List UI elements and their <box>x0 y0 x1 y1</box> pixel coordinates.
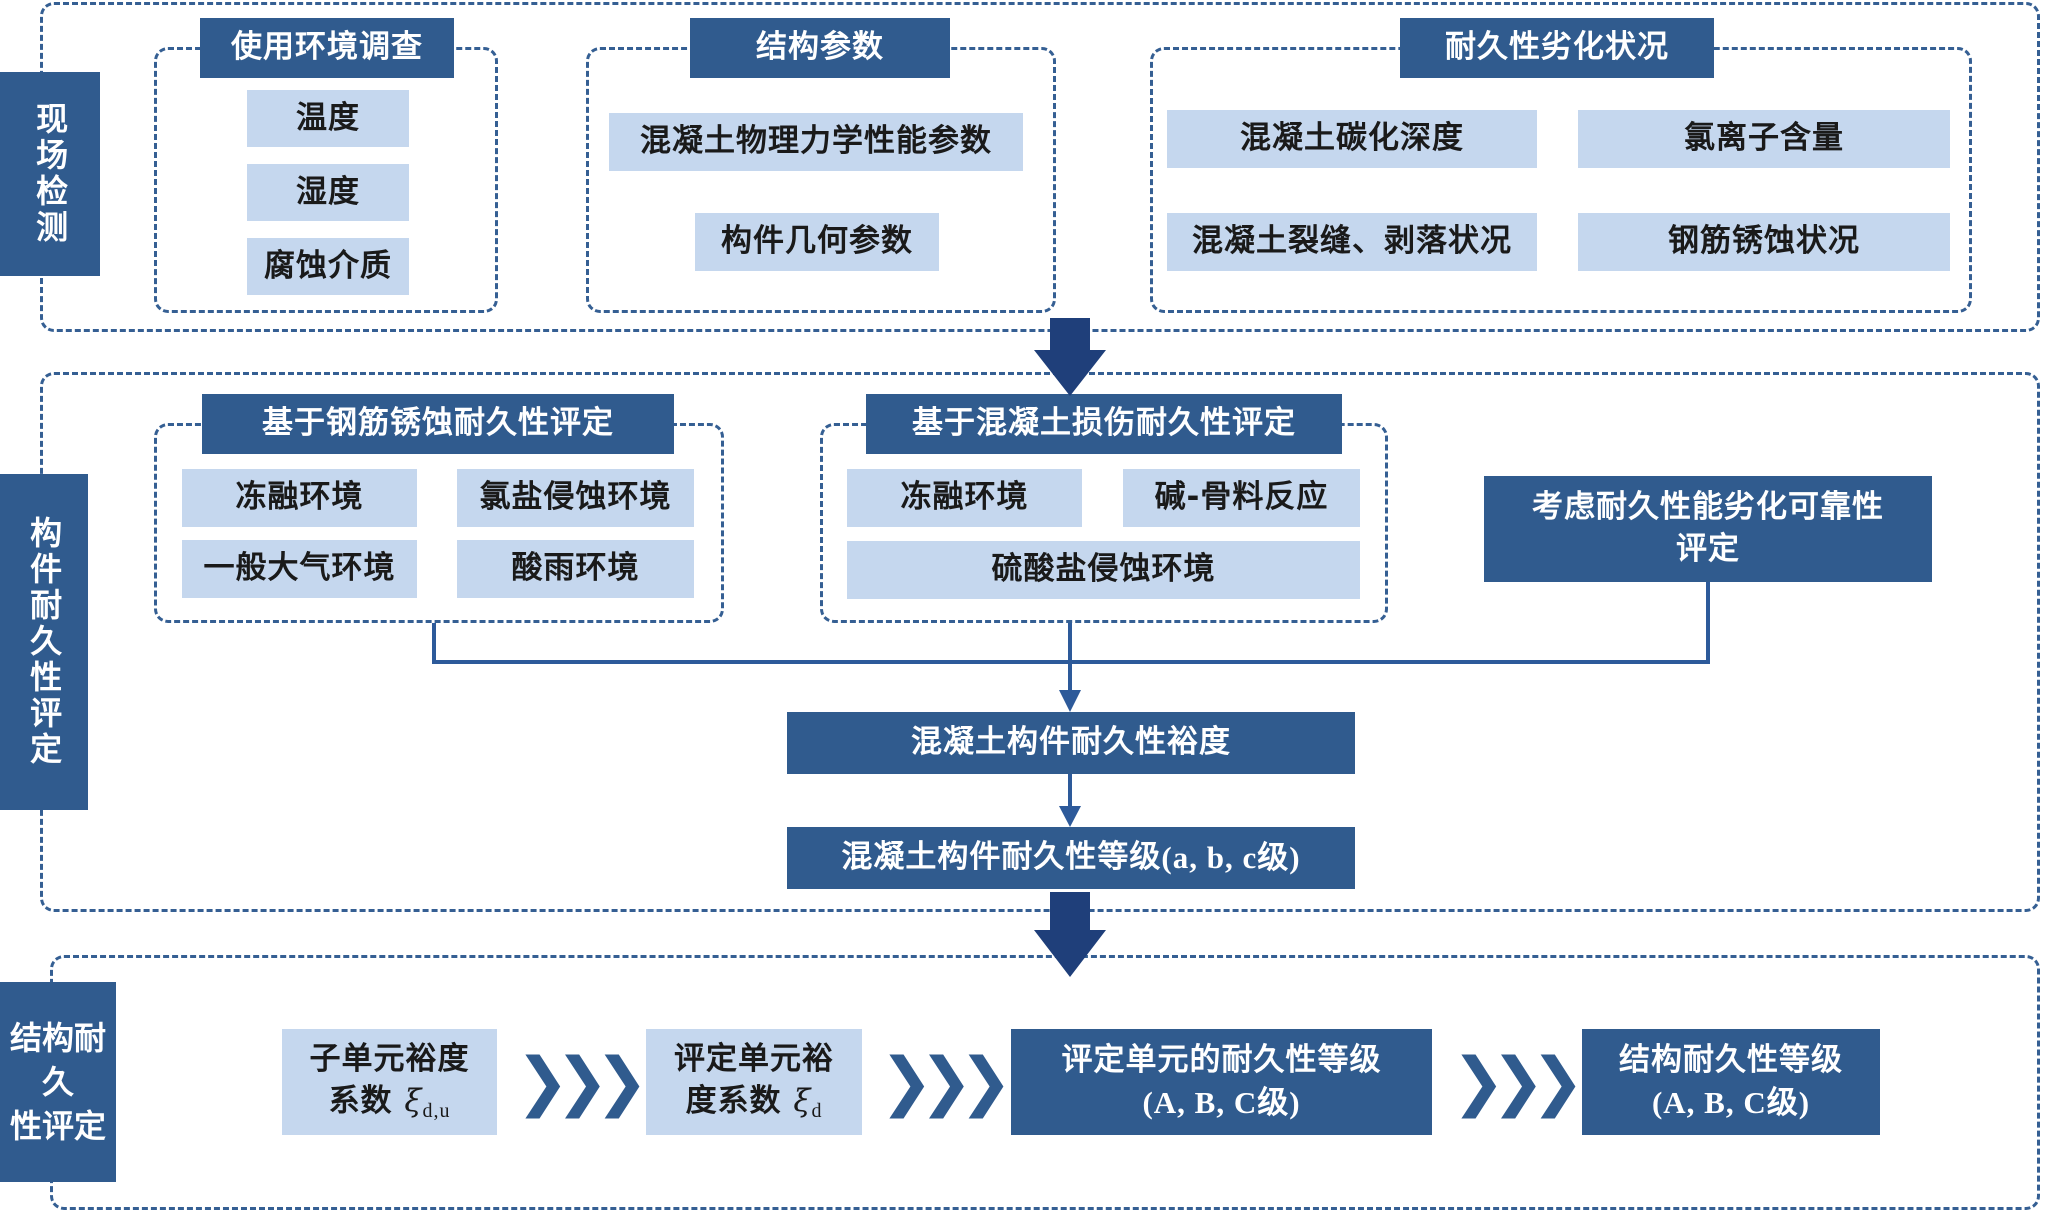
member-durability-grade: 混凝土构件耐久性等级(a, b, c级) <box>787 827 1355 889</box>
member-grade-label: 混凝土构件耐久性等级 <box>841 839 1162 876</box>
step3-line1: 评定单元的耐久性等级 <box>1061 1042 1382 1079</box>
section-label-field-inspection: 现场检测 <box>0 72 100 276</box>
degradation-item-carbonation-depth: 混凝土碳化深度 <box>1167 110 1537 168</box>
step1-symbol-xi: ξ <box>404 1082 423 1119</box>
concrete-item-alkali-aggregate: 碱-骨料反应 <box>1123 469 1360 527</box>
step2-symbol: ξd <box>793 1082 823 1122</box>
step2-line2: 度系数 ξd <box>686 1081 823 1125</box>
environment-survey-title: 使用环境调查 <box>200 18 454 78</box>
rebar-item-chloride-attack: 氯盐侵蚀环境 <box>457 469 694 527</box>
big-arrow-section1-to-2 <box>1034 318 1106 396</box>
step2-line1: 评定单元裕 <box>674 1041 834 1078</box>
concrete-item-sulfate-attack: 硫酸盐侵蚀环境 <box>847 541 1360 599</box>
concrete-assessment-title: 基于混凝土损伤耐久性评定 <box>866 394 1342 454</box>
step2-symbol-xi: ξ <box>793 1082 812 1119</box>
durability-degradation-title: 耐久性劣化状况 <box>1400 18 1714 78</box>
rebar-item-acid-rain: 酸雨环境 <box>457 540 694 598</box>
reliability-assessment-box: 考虑耐久性能劣化可靠性 评定 <box>1484 476 1932 582</box>
step3-line2: (A, B, C级) <box>1142 1085 1301 1120</box>
degradation-item-crack-spalling: 混凝土裂缝、剥落状况 <box>1167 213 1537 271</box>
rebar-assessment-title: 基于钢筋锈蚀耐久性评定 <box>202 394 674 454</box>
step1-line2-text: 系数 <box>328 1082 405 1119</box>
rebar-item-general-atmosphere: 一般大气环境 <box>182 540 417 598</box>
degradation-item-chloride-content: 氯离子含量 <box>1578 110 1950 168</box>
struct-item-member-geometry: 构件几何参数 <box>695 213 939 271</box>
section-label-member-durability: 构件耐久性评定 <box>0 474 88 810</box>
step-assessment-unit-grade: 评定单元的耐久性等级 (A, B, C级) <box>1011 1029 1432 1135</box>
step-assessment-unit-margin-coefficient: 评定单元裕 度系数 ξd <box>646 1029 862 1135</box>
step1-line1: 子单元裕度 <box>309 1041 470 1078</box>
struct-item-concrete-mechanics: 混凝土物理力学性能参数 <box>609 113 1023 171</box>
step1-symbol: ξd,u <box>404 1082 451 1122</box>
step4-line1: 结构耐久性等级 <box>1619 1042 1843 1079</box>
step-structure-grade: 结构耐久性等级 (A, B, C级) <box>1582 1029 1880 1135</box>
member-grade-levels: (a, b, c级) <box>1161 840 1301 876</box>
arrowhead-to-margin <box>1059 690 1081 712</box>
section-label-structure-durability: 结构耐久 性评定 <box>0 982 116 1182</box>
step4-line2: (A, B, C级) <box>1651 1085 1811 1120</box>
arrowhead-to-grade <box>1059 806 1081 827</box>
survey-item-corrosive-medium: 腐蚀介质 <box>247 238 409 295</box>
survey-item-temperature: 温度 <box>247 90 409 147</box>
step2-subscript: d <box>811 1099 823 1122</box>
step1-line2: 系数 ξd,u <box>329 1081 451 1125</box>
degradation-item-rebar-corrosion: 钢筋锈蚀状况 <box>1578 213 1950 271</box>
rebar-item-freeze-thaw: 冻融环境 <box>182 469 417 527</box>
concrete-item-freeze-thaw: 冻融环境 <box>847 469 1082 527</box>
step1-subscript: d,u <box>422 1099 451 1122</box>
structural-params-title: 结构参数 <box>690 18 950 78</box>
big-arrow-section2-to-3 <box>1034 892 1106 977</box>
member-durability-margin: 混凝土构件耐久性裕度 <box>787 712 1355 774</box>
step-subunit-margin-coefficient: 子单元裕度 系数 ξd,u <box>282 1029 497 1135</box>
step2-line2-text: 度系数 <box>685 1082 794 1119</box>
survey-item-humidity: 湿度 <box>247 164 409 221</box>
